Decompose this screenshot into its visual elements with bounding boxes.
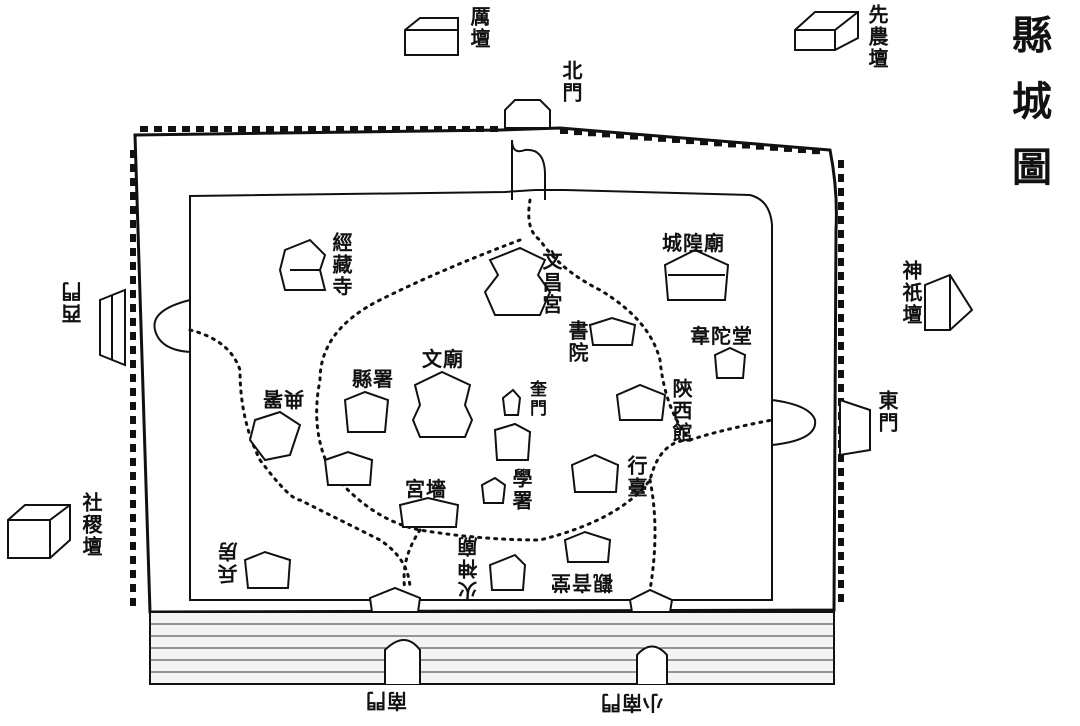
label-wen-chang-gong: 文昌宮 <box>539 250 563 316</box>
roads <box>188 198 774 592</box>
south-gate-tower <box>368 586 422 613</box>
label-li-tan: 厲壇 <box>467 6 491 50</box>
road-south <box>402 528 422 592</box>
label-xiao-nan-men: 小南門 <box>600 691 663 715</box>
road-southeast <box>648 478 657 592</box>
label-dian-shu: 典署 <box>262 387 304 411</box>
small-south-gate-tower <box>628 588 674 613</box>
dian-shu-office <box>248 410 302 462</box>
label-jing-zang-si: 經藏寺 <box>329 232 353 298</box>
label-shaanxi-guan: 陝西館 <box>669 378 693 444</box>
wen-chang-gong-pagoda <box>483 246 552 316</box>
xian-shu-office <box>343 390 390 433</box>
cheng-huang-miao-temple <box>663 248 730 301</box>
wei-tuo-tang-hall <box>713 346 747 379</box>
wall-battlements <box>130 126 844 606</box>
shu-yuan-hall <box>588 316 637 346</box>
li-tan-altar <box>404 17 459 56</box>
label-guan-yin-tang: 觀音堂 <box>550 571 613 595</box>
road-north <box>527 198 774 442</box>
south-brick-wall <box>149 611 835 685</box>
label-nan-men: 南門 <box>365 689 407 713</box>
kui-men-gate <box>501 388 522 416</box>
label-bei-men: 北門 <box>559 60 583 104</box>
east-gate-bay <box>771 399 817 446</box>
wen-miao-temple <box>411 370 474 438</box>
xing-tai-hall <box>570 453 620 493</box>
label-xue-shu: 學署 <box>509 468 533 512</box>
shen-qi-tan-altar <box>924 273 974 331</box>
inner-city-wall <box>189 189 773 601</box>
huo-shen-miao-temple <box>488 553 527 591</box>
guan-yin-tang-hall <box>563 530 612 563</box>
west-gate-bay <box>153 299 191 353</box>
gong-qiang-wall <box>398 496 460 528</box>
label-she-ji-tan: 社稷壇 <box>79 492 103 558</box>
label-dong-men: 東門 <box>875 390 899 434</box>
label-wei-tuo-tang: 韋陀堂 <box>690 324 753 348</box>
label-cheng-huang-miao: 城隍廟 <box>662 231 725 255</box>
west-gate-tower <box>99 288 126 367</box>
map-title: 縣城圖 <box>1005 14 1052 212</box>
label-wen-miao: 文廟 <box>422 347 464 371</box>
buildings <box>7 11 974 613</box>
shaanxi-guan-hall <box>615 383 667 421</box>
east-gate-tower <box>839 398 871 457</box>
bing-fang-building <box>243 550 292 589</box>
label-xian-shu: 縣署 <box>352 367 394 391</box>
north-gate-passage <box>511 139 546 200</box>
xue-shu-office <box>480 476 507 504</box>
label-huo-shen-miao: 火神廟 <box>457 535 481 601</box>
she-ji-tan-altar <box>7 504 71 559</box>
label-xing-tai: 行臺 <box>624 455 648 499</box>
road-west <box>188 328 412 592</box>
label-gong-qiang: 宮墻 <box>405 477 447 501</box>
label-kui-men: 奎門 <box>526 380 546 418</box>
xian-nong-tan-altar <box>794 11 859 51</box>
label-shu-yuan: 書院 <box>565 320 589 364</box>
small-hall <box>323 450 374 486</box>
label-xi-men: 西門 <box>61 280 85 324</box>
qiang-hall <box>493 422 532 461</box>
label-xian-nong-tan: 先農壇 <box>865 4 889 70</box>
road-ring <box>315 238 692 542</box>
jing-zang-si-temple <box>278 238 327 291</box>
north-gate-tower <box>504 99 551 129</box>
label-shen-qi-tan: 神祇壇 <box>899 260 923 326</box>
label-bing-fang: 兵房 <box>217 540 241 584</box>
